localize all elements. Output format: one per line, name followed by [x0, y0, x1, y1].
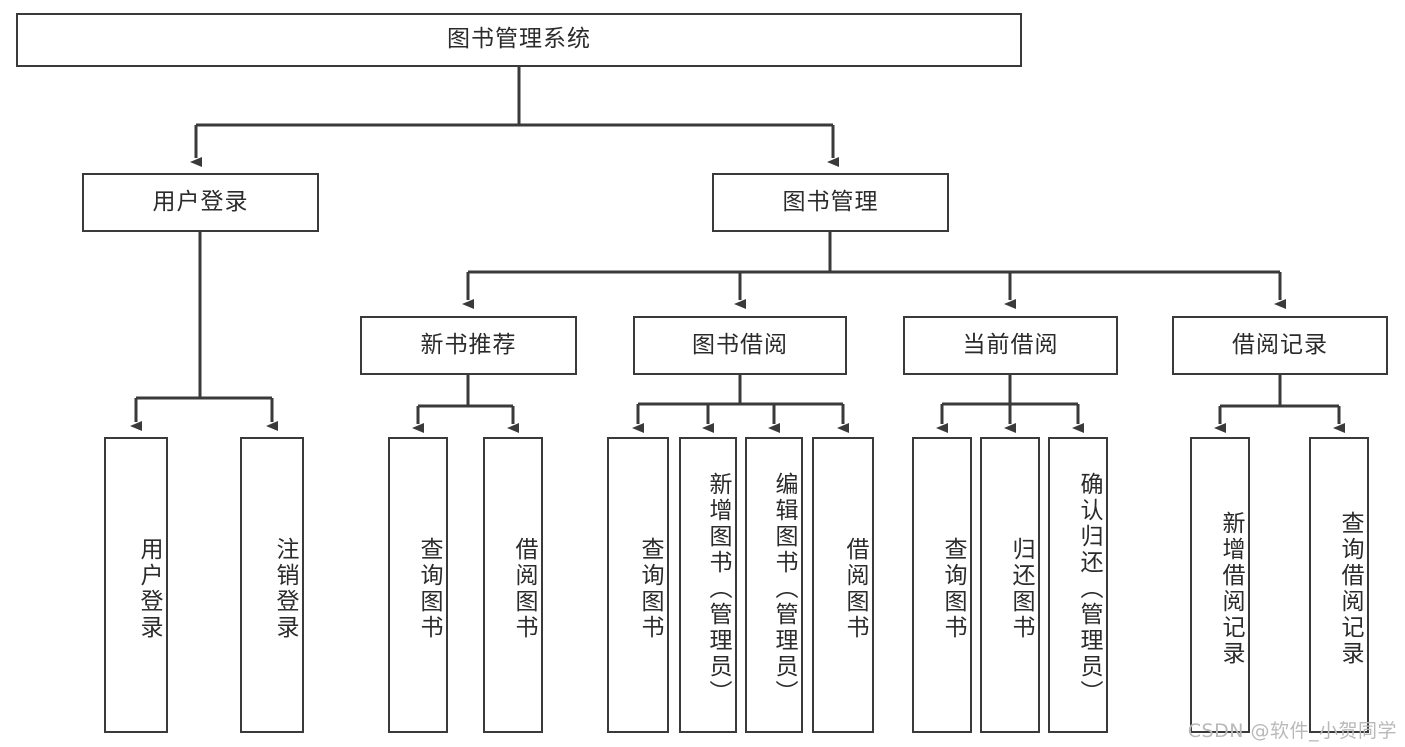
node-label: 新增借阅记录 [1218, 511, 1244, 667]
node-label: 新增图书（管理员） [705, 472, 731, 706]
node-label: 当前借阅 [962, 331, 1059, 358]
leaf-borrow-query-book[interactable]: 查询图书 [607, 437, 669, 733]
csdn-watermark: CSDN @软件_小贺同学 [1187, 720, 1397, 742]
node-label: 借阅图书 [511, 537, 537, 641]
leaf-current-return-book[interactable]: 归还图书 [980, 437, 1040, 733]
node-label: 新书推荐 [420, 331, 517, 358]
node-current-borrow[interactable]: 当前借阅 [903, 316, 1118, 375]
leaf-current-confirm-return-admin[interactable]: 确认归还（管理员） [1048, 437, 1108, 733]
node-user-login[interactable]: 用户登录 [82, 173, 319, 232]
node-label: 确认归还（管理员） [1076, 472, 1102, 706]
leaf-current-query-book[interactable]: 查询图书 [912, 437, 972, 733]
node-label: 用户登录 [136, 537, 162, 641]
node-label: 查询图书 [940, 537, 966, 641]
node-label: 图书管理 [782, 188, 879, 215]
node-label: 归还图书 [1008, 537, 1034, 641]
node-label: 图书借阅 [692, 331, 788, 358]
leaf-borrow-borrow-book[interactable]: 借阅图书 [812, 437, 874, 733]
leaf-user-login-signin[interactable]: 用户登录 [104, 437, 168, 733]
leaf-record-add-record[interactable]: 新增借阅记录 [1190, 437, 1250, 733]
leaf-new-book-borrow[interactable]: 借阅图书 [483, 437, 543, 733]
node-root-system[interactable]: 图书管理系统 [16, 13, 1022, 67]
node-new-book-recommend[interactable]: 新书推荐 [360, 316, 577, 375]
leaf-new-book-query[interactable]: 查询图书 [388, 437, 448, 733]
node-label: 注销登录 [272, 537, 298, 641]
node-book-management[interactable]: 图书管理 [712, 173, 949, 232]
node-label: 借阅记录 [1232, 331, 1328, 358]
node-label: 用户登录 [152, 188, 249, 215]
node-label: 查询图书 [416, 537, 442, 641]
node-label: 查询借阅记录 [1337, 511, 1363, 667]
leaf-record-query-record[interactable]: 查询借阅记录 [1309, 437, 1369, 733]
node-label: 编辑图书（管理员） [771, 472, 797, 706]
node-book-borrow[interactable]: 图书借阅 [633, 316, 847, 375]
leaf-borrow-add-book-admin[interactable]: 新增图书（管理员） [679, 437, 737, 733]
node-label: 借阅图书 [842, 537, 868, 641]
leaf-user-login-signout[interactable]: 注销登录 [240, 437, 304, 733]
node-label: 查询图书 [637, 537, 663, 641]
leaf-borrow-edit-book-admin[interactable]: 编辑图书（管理员） [745, 437, 803, 733]
node-label: 图书管理系统 [447, 26, 591, 53]
node-borrow-record[interactable]: 借阅记录 [1172, 316, 1388, 375]
